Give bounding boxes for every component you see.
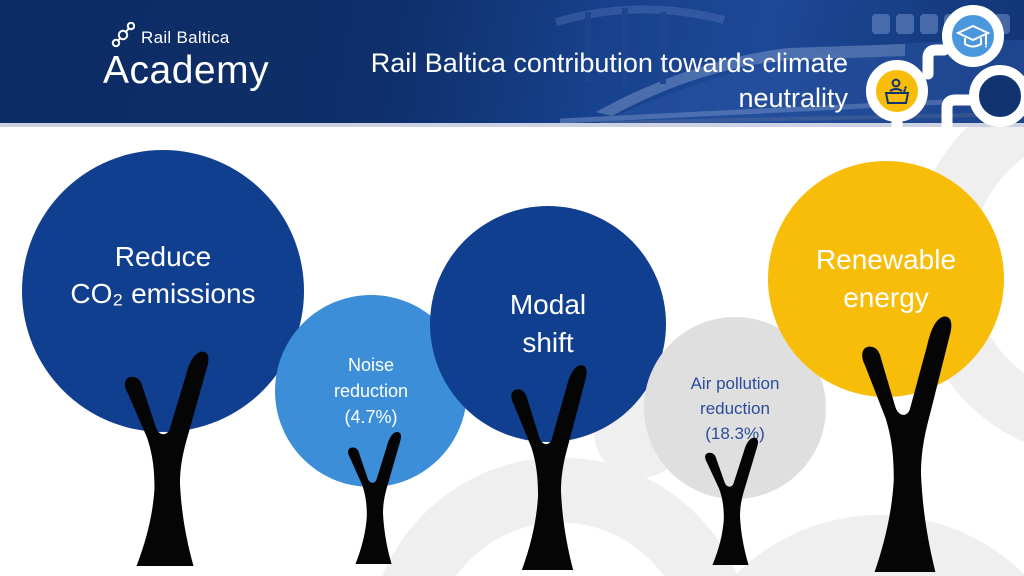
graduation-cap-icon [955, 24, 991, 48]
canopy-label-line: shift [522, 327, 574, 358]
tree-canopy-modal-shift: Modal shift [430, 206, 666, 442]
academy-network-motif [866, 5, 1024, 138]
canopy-label-line: Noise [347, 355, 395, 375]
canopy-label-line: energy [843, 282, 929, 313]
tree-canopy-renewable-energy: Renewable energy [768, 161, 1004, 397]
canopy-label: Modal shift [430, 286, 666, 362]
canopy-label-line: Modal [509, 289, 587, 320]
header-banner: Rail Baltica Academy Rail Baltica contri… [0, 0, 1024, 138]
canopy-label: Air pollution reduction (18.3%) [644, 371, 826, 446]
canopy-label-line: (18.3%) [705, 423, 765, 443]
brand-academy: Academy [103, 49, 270, 92]
canopy-label-line: CO₂ emissions [70, 278, 256, 309]
tree-canopy-reduce-co2-emissions: Reduce CO₂ emissions [22, 150, 304, 432]
graduation-node [942, 5, 1004, 67]
canopy-label: Noise reduction (4.7%) [275, 352, 467, 430]
tree-trunk-1 [124, 351, 209, 566]
plain-node [969, 65, 1024, 127]
slide-title: Rail Baltica contribution towards climat… [228, 46, 848, 116]
slide-title-line-2: neutrality [738, 83, 848, 113]
rail-baltica-academy-logo: Rail Baltica Academy [103, 22, 269, 94]
slide-title-line-1: Rail Baltica contribution towards climat… [370, 48, 848, 78]
canopy-label-line: Reduce [114, 241, 212, 272]
canopy-label-line: reduction [333, 381, 409, 401]
canopy-label: Reduce CO₂ emissions [22, 238, 304, 312]
lecturer-node [866, 60, 928, 122]
tree-trunk-2 [348, 431, 402, 564]
tree-trunk-5 [862, 316, 952, 572]
tree-trunk-4 [705, 437, 759, 565]
canopy-label-line: (4.7%) [344, 407, 398, 427]
brand-name: Rail Baltica [141, 28, 230, 47]
canopy-label-line: Air pollution [690, 373, 780, 393]
lecturer-icon [884, 78, 910, 104]
tree-trunk-3 [511, 365, 587, 570]
canopy-label-line: Renewable [815, 244, 957, 275]
canopy-label: Renewable energy [768, 241, 1004, 317]
molecule-icon [111, 22, 135, 48]
canopy-label-line: reduction [700, 398, 770, 418]
